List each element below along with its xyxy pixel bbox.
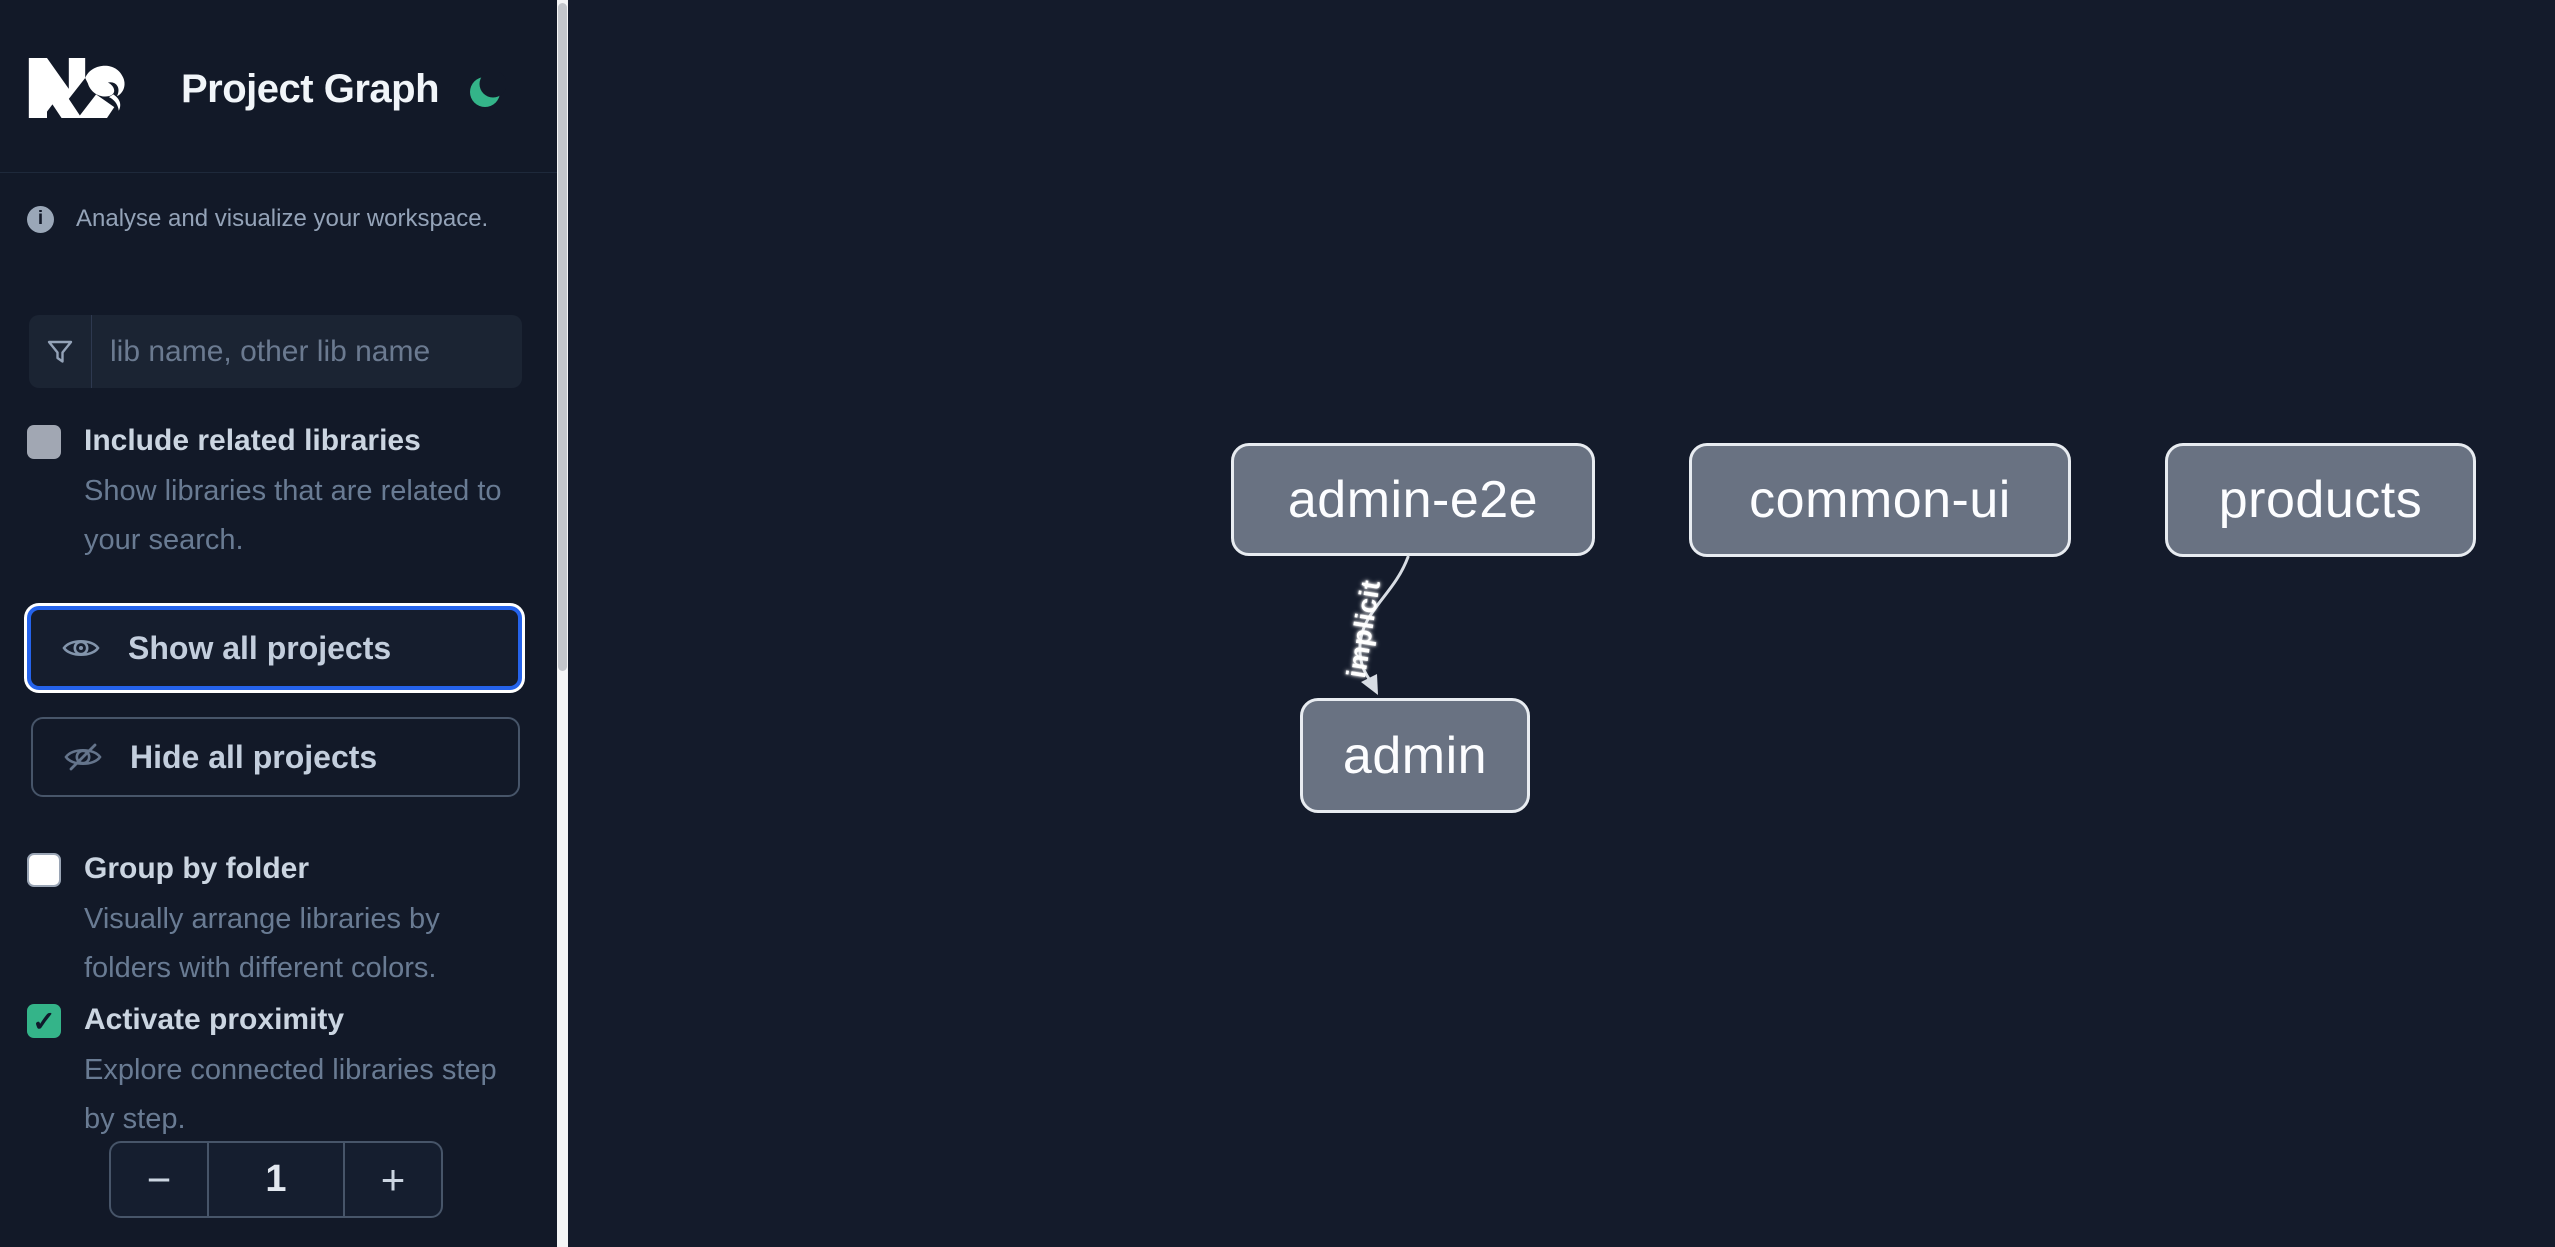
nx-logo	[27, 56, 127, 120]
graph-node-products[interactable]: products	[2165, 443, 2476, 557]
search-input[interactable]	[92, 315, 522, 388]
sidebar-scrollbar[interactable]	[557, 0, 568, 1247]
hide-all-projects-label: Hide all projects	[130, 738, 378, 775]
group-by-folder-checkbox[interactable]	[27, 853, 61, 887]
proximity-depth-value: 1	[207, 1143, 345, 1216]
show-all-projects-label: Show all projects	[128, 629, 392, 666]
activate-proximity-checkbox[interactable]: ✓	[27, 1004, 61, 1038]
scrollbar-thumb[interactable]	[558, 3, 567, 671]
graph-node-common-ui[interactable]: common-ui	[1689, 443, 2071, 557]
sidebar-header: Project Graph	[0, 0, 557, 173]
workspace-tagline: Analyse and visualize your workspace.	[76, 205, 489, 232]
option-include-related: Include related libraries Show libraries…	[27, 422, 527, 565]
sidebar: Project Graph i Analyse and visualize yo…	[0, 0, 557, 1247]
option-group-by-folder: Group by folder Visually arrange librari…	[27, 850, 527, 993]
proximity-depth-stepper: − 1 +	[109, 1141, 443, 1218]
show-all-projects-button[interactable]: Show all projects	[27, 606, 522, 690]
activate-proximity-description: Explore connected libraries step by step…	[84, 1054, 497, 1135]
group-by-folder-description: Visually arrange libraries by folders wi…	[84, 903, 440, 984]
filter-search-box	[29, 315, 522, 388]
include-related-description: Show libraries that are related to your …	[84, 475, 502, 556]
eye-off-icon	[63, 737, 103, 777]
increment-button[interactable]: +	[380, 1155, 406, 1203]
include-related-label[interactable]: Include related libraries	[84, 424, 421, 457]
activate-proximity-label[interactable]: Activate proximity	[84, 1003, 345, 1036]
info-icon: i	[27, 205, 54, 233]
include-related-checkbox[interactable]	[27, 425, 61, 459]
graph-node-admin[interactable]: admin	[1300, 698, 1530, 813]
theme-toggle-moon-icon[interactable]	[468, 70, 507, 109]
graph-canvas[interactable]: admin-e2e common-ui products store-e2e a…	[568, 0, 2555, 1247]
workspace-tagline-row: i Analyse and visualize your workspace.	[27, 205, 488, 233]
group-by-folder-label[interactable]: Group by folder	[84, 852, 309, 885]
option-activate-proximity: ✓ Activate proximity Explore connected l…	[27, 1001, 527, 1144]
graph-node-admin-e2e[interactable]: admin-e2e	[1231, 443, 1595, 556]
decrement-button[interactable]: −	[146, 1155, 172, 1203]
app-title: Project Graph	[181, 67, 440, 111]
filter-funnel-icon	[29, 315, 92, 388]
hide-all-projects-button[interactable]: Hide all projects	[31, 717, 520, 797]
eye-icon	[61, 628, 101, 668]
graph-edge-admin-e2e-admin	[1358, 555, 1410, 695]
